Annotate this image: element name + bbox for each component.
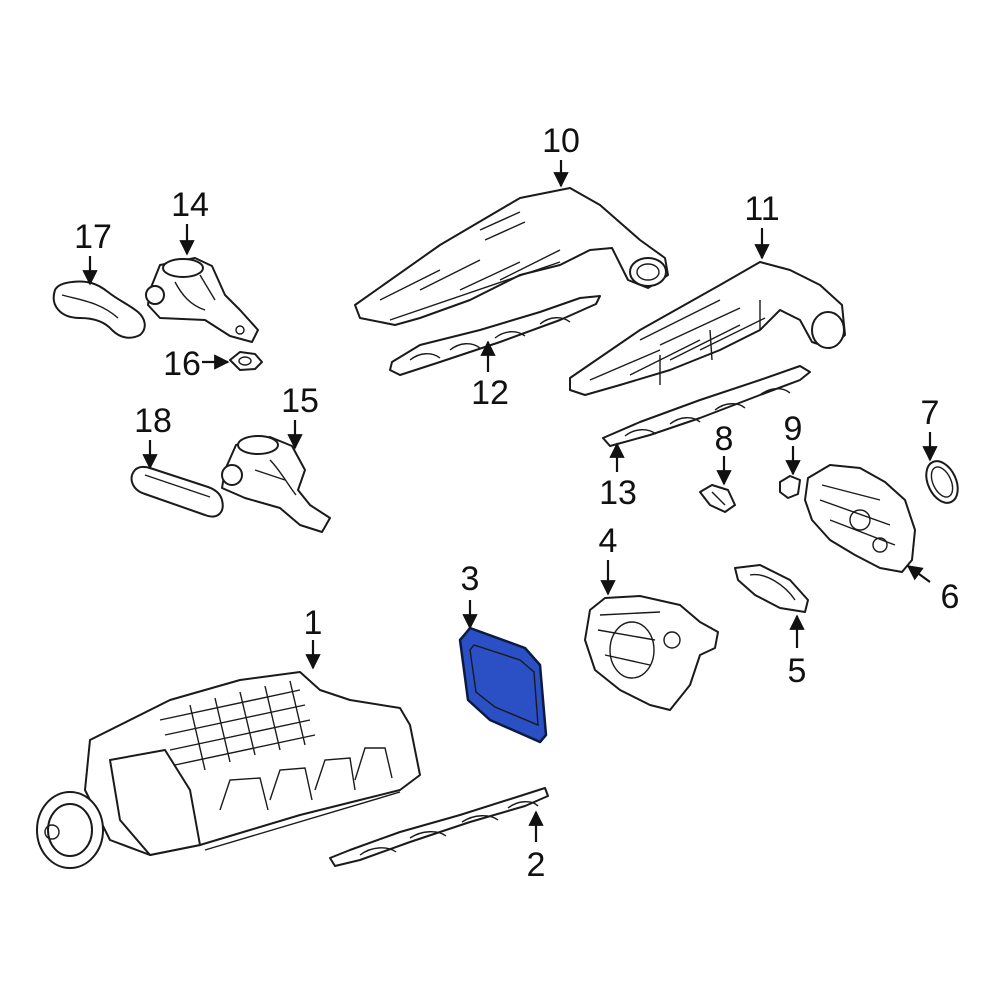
part-12-gasket[interactable] [389,295,601,376]
callout-3[interactable]: 3 [461,560,480,598]
callout-8[interactable]: 8 [715,420,734,458]
part-13-gasket[interactable] [602,365,811,447]
callout-7[interactable]: 7 [921,394,940,432]
leader-lines [82,160,938,842]
part-3-gasket-highlighted[interactable] [458,626,548,744]
callout-16[interactable]: 16 [163,345,201,383]
part-6-housing[interactable] [804,464,916,573]
part-11-cover[interactable] [569,261,846,396]
callout-labels: 1 2 3 4 5 6 7 8 9 10 11 12 13 14 15 16 1… [74,122,959,884]
part-14-mount[interactable] [145,257,259,343]
part-2-gasket[interactable] [329,787,549,867]
callout-5[interactable]: 5 [788,652,807,690]
callout-10[interactable]: 10 [542,122,580,160]
callout-6[interactable]: 6 [941,578,960,616]
part-15-mount[interactable] [221,435,331,533]
callout-2[interactable]: 2 [527,846,546,884]
part-10-cover[interactable] [354,187,669,326]
callout-11[interactable]: 11 [744,190,779,228]
callout-17[interactable]: 17 [74,218,112,256]
callout-15[interactable]: 15 [281,382,319,420]
part-4-housing[interactable] [584,595,719,711]
part-9-clip[interactable] [779,475,801,499]
part-5-gasket[interactable] [734,564,809,613]
callout-1[interactable]: 1 [304,604,323,642]
part-1-supercharger[interactable] [36,671,421,869]
callout-9[interactable]: 9 [784,410,803,448]
callout-14[interactable]: 14 [171,186,209,224]
callout-4[interactable]: 4 [599,522,618,560]
part-17-hose[interactable] [52,280,146,339]
callout-13[interactable]: 13 [599,474,637,512]
part-8-bracket[interactable] [699,484,736,513]
part-18-hose[interactable] [130,465,224,518]
callout-18[interactable]: 18 [134,402,172,440]
part-16-washer[interactable] [229,351,263,371]
callout-12[interactable]: 12 [471,374,509,412]
part-7-oring[interactable] [920,456,964,508]
